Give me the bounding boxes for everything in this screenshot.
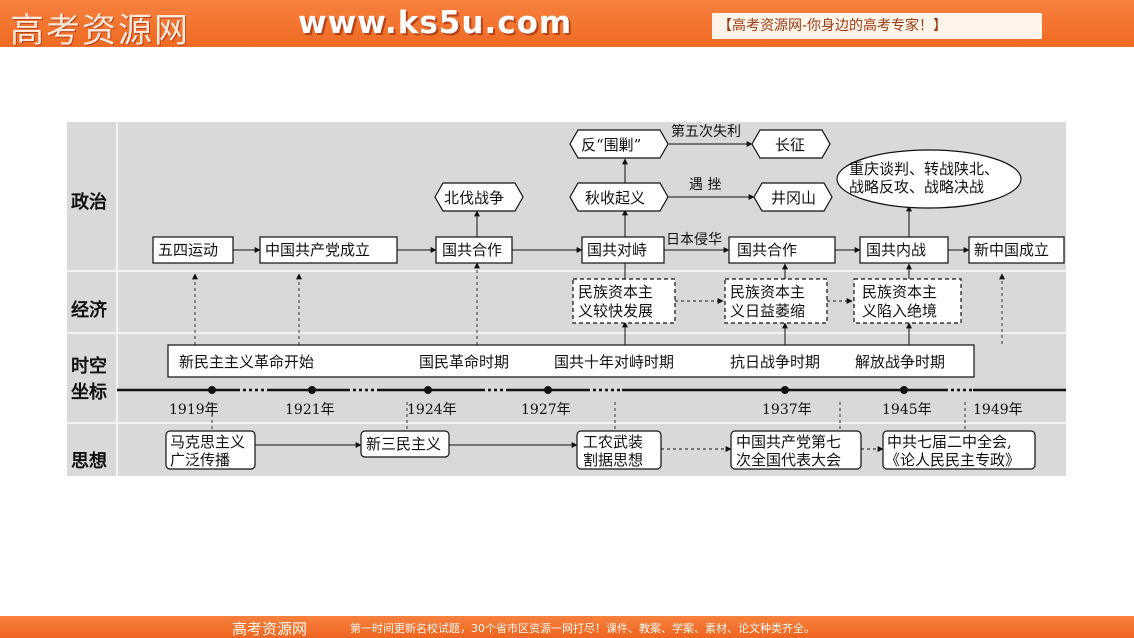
event-new-china: 新中国成立 xyxy=(974,241,1049,259)
tick-1927 xyxy=(544,386,552,394)
period-ten-years: 国共十年对峙时期 xyxy=(554,353,674,371)
event-autumn-uprising: 秋收起义 xyxy=(585,189,645,207)
dashed-connectors xyxy=(192,262,1005,430)
period-liberation: 解放战争时期 xyxy=(855,353,945,371)
year-1937: 1937年 xyxy=(762,402,812,418)
event-civil-war: 国共内战 xyxy=(866,241,926,259)
event-wusi: 五四运动 xyxy=(158,241,218,259)
footer-banner: 高考资源网 第一时间更新名校试题，30个省市区资源一网打尽！课件、教案、学案、素… xyxy=(0,616,1134,638)
period-anti-japan: 抗日战争时期 xyxy=(730,353,820,371)
thought-armed-separatism-line-2: 割据思想 xyxy=(583,451,643,469)
tick-1919 xyxy=(208,386,216,394)
header-banner: 高考资源网 www.ks5u.com 【高考资源网-你身边的高考专家！】 xyxy=(0,0,1134,51)
thought-seventh-congress-line-1: 中国共产党第七 xyxy=(736,433,841,451)
event-chongqing-line-2: 战略反攻、战略决战 xyxy=(849,178,984,196)
arrow-captions: 第五次失利 遇 挫 日本侵华 xyxy=(666,123,741,248)
event-ellipse xyxy=(836,149,1022,209)
year-1945: 1945年 xyxy=(882,402,932,418)
periods: 新民主主义革命开始 国民革命时期 国共十年对峙时期 抗日战争时期 解放战争时期 xyxy=(179,353,945,371)
economy-1-line-2: 义较快发展 xyxy=(578,302,653,320)
row-separators xyxy=(67,122,1066,476)
footer-brand[interactable]: 高考资源网 xyxy=(232,620,308,638)
periods-box xyxy=(167,344,975,378)
caption-japan-invasion: 日本侵华 xyxy=(666,231,722,248)
row-label-politics: 政治 xyxy=(71,191,107,213)
tick-1924 xyxy=(424,386,432,394)
timeline-years: 1919年 1921年 1924年 1927年 1937年 1945年 1949… xyxy=(169,402,1023,418)
economy-1-line-1: 民族资本主 xyxy=(578,283,653,301)
row-label-timeline-1: 时空 xyxy=(71,355,107,377)
politics-main-boxes xyxy=(152,236,1065,264)
footer-text: 第一时间更新名校试题，30个省市区资源一网打尽！课件、教案、学案、素材、论文种类… xyxy=(350,622,815,635)
site-url[interactable]: www.ks5u.com xyxy=(298,5,573,41)
economy-2-line-2: 义日益萎缩 xyxy=(730,302,805,320)
thought-armed-separatism-line-1: 工农武装 xyxy=(583,433,643,451)
economy-boxes xyxy=(572,278,962,324)
site-slogan: 【高考资源网-你身边的高考专家！】 xyxy=(712,13,1042,39)
year-1919: 1919年 xyxy=(169,402,219,418)
economy-3-line-2: 义陷入绝境 xyxy=(862,302,937,320)
ellipse-labels: 重庆谈判、转战陕北、 战略反攻、战略决战 xyxy=(849,160,999,196)
solid-connectors xyxy=(474,158,912,345)
tick-1937 xyxy=(781,386,789,394)
row-label-economy: 经济 xyxy=(71,299,108,321)
history-diagram: 政治 经济 时空 坐标 思想 xyxy=(67,122,1066,476)
event-long-march: 长征 xyxy=(775,136,805,154)
politics-main-labels: 五四运动 中国共产党成立 国共合作 国共对峙 国共合作 国共内战 新中国成立 xyxy=(158,241,1049,259)
event-ccp-founded: 中国共产党成立 xyxy=(265,241,370,259)
politics-arrows xyxy=(233,141,970,253)
year-1924: 1924年 xyxy=(407,402,457,418)
timeline-ticks xyxy=(208,386,908,394)
event-jinggangshan: 井冈山 xyxy=(771,189,816,207)
row-label-thought: 思想 xyxy=(71,450,107,472)
thought-second-plenum-line-2: 《论人民民主专政》 xyxy=(885,451,1020,469)
thought-marxism-line-1: 马克思主义 xyxy=(170,433,245,451)
thought-labels: 马克思主义 广泛传播 新三民主义 工农武装 割据思想 中国共产党第七 次全国代表… xyxy=(170,433,1020,469)
row-label-timeline-2: 坐标 xyxy=(71,381,107,403)
event-chongqing-line-1: 重庆谈判、转战陕北、 xyxy=(849,160,999,178)
site-logo[interactable]: 高考资源网 xyxy=(10,11,190,51)
economy-labels: 民族资本主 义较快发展 民族资本主 义日益萎缩 民族资本主 义陷入绝境 xyxy=(578,283,937,320)
tick-1921 xyxy=(308,386,316,394)
economy-2-line-1: 民族资本主 xyxy=(730,283,805,301)
politics-hexagon-labels: 北伐战争 秋收起义 井冈山 反“围剿” 长征 xyxy=(444,136,816,207)
caption-setback: 遇 挫 xyxy=(689,177,721,193)
year-1949: 1949年 xyxy=(973,402,1023,418)
event-confrontation: 国共对峙 xyxy=(587,241,647,259)
caption-fifth-failure: 第五次失利 xyxy=(671,123,741,140)
thought-boxes xyxy=(165,430,1036,470)
period-new-democracy: 新民主主义革命开始 xyxy=(179,353,314,371)
year-1927: 1927年 xyxy=(521,402,571,418)
event-anti-encirclement: 反“围剿” xyxy=(581,136,641,154)
period-national-revolution: 国民革命时期 xyxy=(419,353,509,371)
year-1921: 1921年 xyxy=(285,402,335,418)
thought-second-plenum-line-1: 中共七届二中全会, xyxy=(887,433,1012,451)
economy-3-line-1: 民族资本主 xyxy=(862,283,937,301)
politics-hexagons xyxy=(434,129,833,212)
diagram-canvas: 政治 经济 时空 坐标 思想 xyxy=(67,122,1066,476)
thought-seventh-congress-line-2: 次全国代表大会 xyxy=(736,451,841,469)
event-coop-2: 国共合作 xyxy=(737,241,797,259)
thought-new-three-principles: 新三民主义 xyxy=(366,435,441,453)
row-labels: 政治 经济 时空 坐标 思想 xyxy=(71,191,108,472)
event-coop-1: 国共合作 xyxy=(442,241,502,259)
tick-1945 xyxy=(900,386,908,394)
event-northern-expedition: 北伐战争 xyxy=(444,189,504,207)
thought-marxism-line-2: 广泛传播 xyxy=(170,451,230,469)
